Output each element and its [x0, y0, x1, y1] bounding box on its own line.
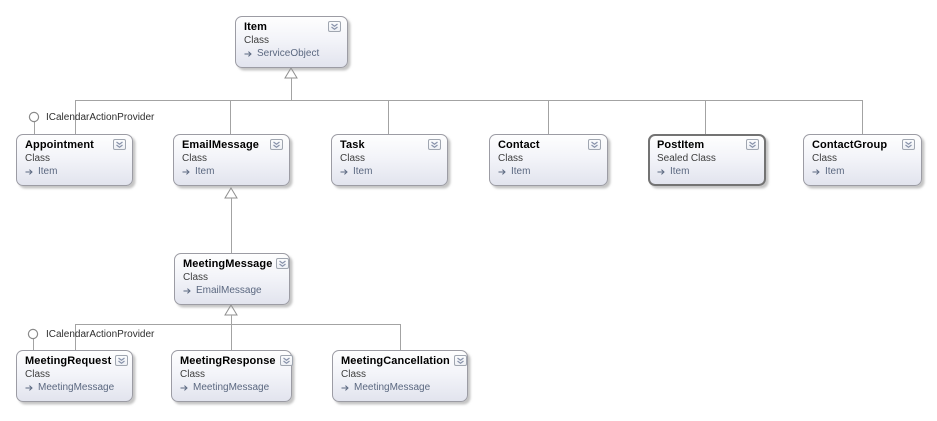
class-title: Appointment: [25, 139, 94, 151]
connector-drop-meetingresponse: [231, 324, 232, 350]
class-stereotype: Class: [25, 369, 51, 380]
connector-meetingmessage-stem: [231, 198, 232, 253]
base-class-name: MeetingMessage: [38, 382, 115, 393]
inheritance-arrow-icon: [25, 169, 33, 175]
connector-drop-postitem: [705, 100, 706, 134]
connector-drop-meetingcancellation: [400, 324, 401, 350]
class-stereotype: Class: [812, 153, 838, 164]
class-node-emailmessage[interactable]: EmailMessage Class Item: [173, 134, 290, 186]
base-class-name: Item: [353, 166, 373, 177]
base-class-name: ServiceObject: [257, 48, 320, 59]
class-stereotype: Class: [341, 369, 367, 380]
class-stereotype: Class: [498, 153, 524, 164]
collapse-chevron-icon[interactable]: [453, 355, 467, 366]
lollipop-icon[interactable]: [27, 328, 39, 340]
collapse-chevron-icon[interactable]: [746, 139, 759, 150]
connector-meetingmessage-stem2: [231, 315, 232, 324]
collapse-chevron-icon[interactable]: [113, 139, 126, 150]
interface-label: ICalendarActionProvider: [46, 329, 155, 340]
class-stereotype: Class: [25, 153, 51, 164]
inheritance-arrow-icon: [340, 169, 348, 175]
connector-drop-emailmessage: [230, 100, 231, 134]
base-class-name: MeetingMessage: [193, 382, 270, 393]
connector-drop-task: [388, 100, 389, 134]
interface-label: ICalendarActionProvider: [46, 112, 155, 123]
class-title: Task: [340, 139, 365, 151]
collapse-chevron-icon[interactable]: [115, 355, 129, 366]
collapse-chevron-icon[interactable]: [276, 258, 290, 269]
class-stereotype: Class: [183, 272, 209, 283]
class-title: MeetingCancellation: [341, 355, 450, 367]
base-class-name: Item: [38, 166, 58, 177]
class-node-meetingrequest[interactable]: MeetingRequest Class MeetingMessage: [16, 350, 133, 402]
inheritance-arrow-icon: [657, 169, 665, 175]
inheritance-arrow-icon: [244, 51, 252, 57]
class-node-item[interactable]: Item Class ServiceObject: [235, 16, 348, 68]
inheritance-arrow-icon: [812, 169, 820, 175]
class-title: Contact: [498, 139, 540, 151]
inheritance-arrow-icon: [498, 169, 506, 175]
class-title: ContactGroup: [812, 139, 888, 151]
base-class-name: Item: [511, 166, 531, 177]
connector-bus-meetingmessage: [75, 324, 401, 325]
class-title: Item: [244, 21, 268, 33]
class-title: EmailMessage: [182, 139, 260, 151]
inheritance-arrow-icon: [183, 288, 191, 294]
lollipop-icon[interactable]: [28, 111, 40, 123]
connector-drop-contact: [548, 100, 549, 134]
class-stereotype: Class: [244, 35, 270, 46]
collapse-chevron-icon[interactable]: [279, 355, 293, 366]
base-class-name: MeetingMessage: [354, 382, 431, 393]
connector-drop-appointment: [75, 100, 76, 134]
class-node-task[interactable]: Task Class Item: [331, 134, 448, 186]
base-class-name: Item: [670, 166, 690, 177]
inheritance-arrow-icon: [25, 385, 33, 391]
collapse-chevron-icon[interactable]: [328, 21, 341, 32]
class-stereotype: Sealed Class: [657, 153, 716, 164]
connector-drop-contactgroup: [862, 100, 863, 134]
connector-bus-item: [75, 100, 863, 101]
class-stereotype: Class: [180, 369, 206, 380]
inheritance-arrow-icon: [180, 385, 188, 391]
class-node-appointment[interactable]: Appointment Class Item: [16, 134, 133, 186]
class-title: MeetingRequest: [25, 355, 112, 367]
collapse-chevron-icon[interactable]: [902, 139, 915, 150]
base-class-name: Item: [195, 166, 215, 177]
class-title: PostItem: [657, 139, 705, 151]
class-stereotype: Class: [182, 153, 208, 164]
class-node-meetingcancellation[interactable]: MeetingCancellation Class MeetingMessage: [332, 350, 468, 402]
inheritance-arrow-icon: [182, 169, 190, 175]
lollipop-stem: [34, 122, 35, 134]
collapse-chevron-icon[interactable]: [428, 139, 441, 150]
class-node-postitem[interactable]: PostItem Sealed Class Item: [648, 134, 766, 186]
class-node-meetingmessage[interactable]: MeetingMessage Class EmailMessage: [174, 253, 290, 305]
lollipop-stem: [33, 339, 34, 350]
class-title: MeetingResponse: [180, 355, 276, 367]
class-node-contactgroup[interactable]: ContactGroup Class Item: [803, 134, 922, 186]
class-title: MeetingMessage: [183, 258, 273, 270]
base-class-name: EmailMessage: [196, 285, 262, 296]
collapse-chevron-icon[interactable]: [588, 139, 601, 150]
class-node-contact[interactable]: Contact Class Item: [489, 134, 608, 186]
connector-item-stem: [291, 78, 292, 100]
inheritance-arrow-icon: [341, 385, 349, 391]
collapse-chevron-icon[interactable]: [270, 139, 283, 150]
class-node-meetingresponse[interactable]: MeetingResponse Class MeetingMessage: [171, 350, 293, 402]
connector-drop-meetingrequest: [75, 324, 76, 350]
base-class-name: Item: [825, 166, 845, 177]
class-stereotype: Class: [340, 153, 366, 164]
